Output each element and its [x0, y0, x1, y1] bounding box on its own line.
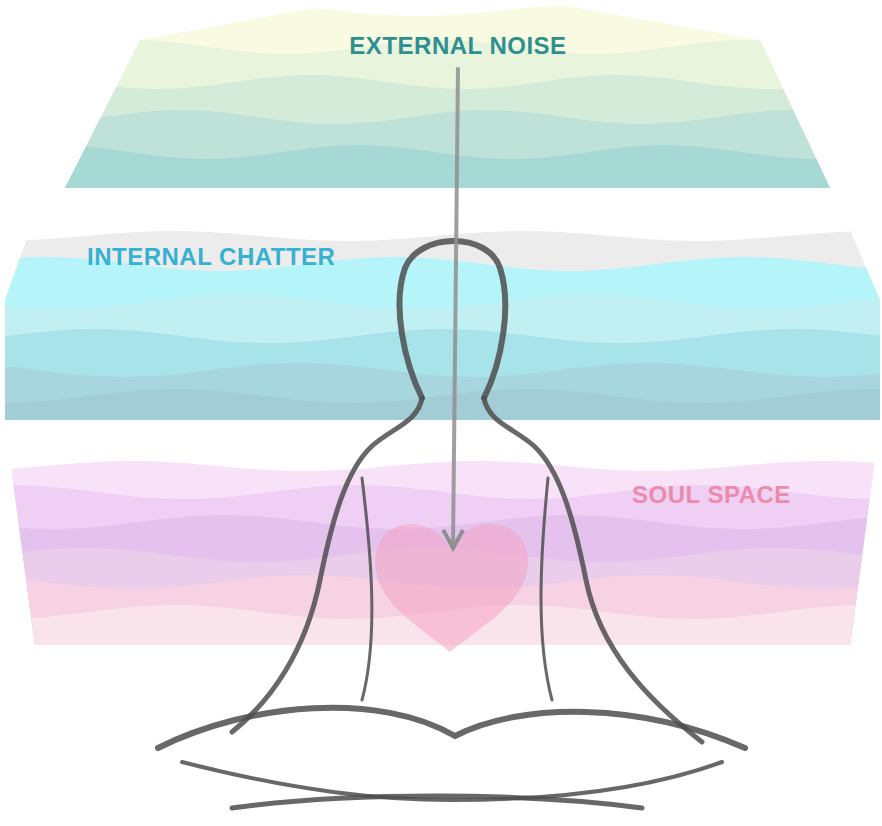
band-layer: [10, 605, 875, 645]
band-region: EXTERNAL NOISE: [65, 5, 830, 188]
band-layer: [10, 485, 875, 645]
band-region: INTERNAL CHATTER: [5, 230, 880, 420]
band-layer: [10, 515, 875, 645]
band-layer: [5, 389, 880, 420]
band-layer: [65, 145, 830, 188]
band-layer: [5, 363, 880, 420]
band-layer: [5, 295, 880, 420]
band-label: SOUL SPACE: [632, 482, 791, 508]
leg-outline: [158, 708, 745, 748]
band-layer: [10, 575, 875, 645]
leg-outline: [232, 796, 642, 808]
band-label: INTERNAL CHATTER: [87, 244, 335, 270]
band-layer: [65, 75, 830, 188]
band-layer: [10, 548, 875, 645]
band-layer: [65, 40, 830, 188]
band-layer: [5, 231, 880, 420]
band-layer: [5, 329, 880, 420]
band-layer: [65, 6, 830, 188]
band-layer: [65, 110, 830, 188]
band-layer: [10, 461, 875, 645]
band-label: EXTERNAL NOISE: [349, 33, 566, 59]
band-layer: [5, 257, 880, 420]
